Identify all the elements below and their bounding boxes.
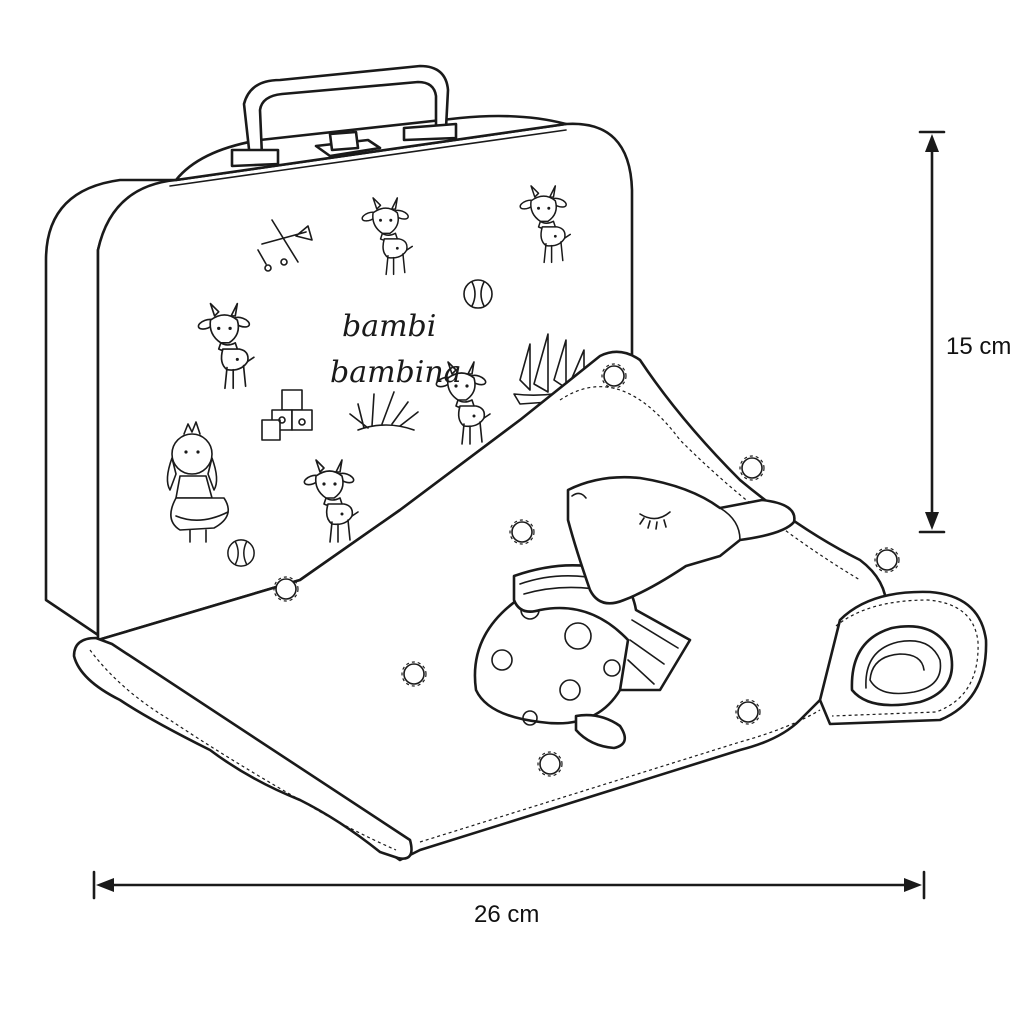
width-label: 26 cm (474, 901, 539, 928)
pompom-icon (739, 455, 765, 481)
ball-icon (227, 539, 255, 567)
mat-roll (818, 590, 988, 726)
suitcase (44, 64, 634, 642)
doll-icon (166, 421, 230, 543)
brand-line-2: bambina (330, 355, 462, 390)
toy-blocks-icon (261, 389, 313, 441)
grass-icon (349, 391, 419, 431)
mat-surface (96, 350, 888, 862)
airplane-icon (257, 219, 313, 272)
height-label: 15 cm (946, 333, 1011, 360)
case-clasp (314, 130, 382, 158)
height-dimension: 15 cm (918, 130, 1011, 534)
case-prints: bambi bambina (166, 185, 585, 567)
pompom-icon (874, 547, 900, 573)
play-mat (72, 350, 988, 862)
fawn-plush-icon (473, 475, 796, 750)
case-front (96, 122, 634, 642)
brand-line-1: bambi (342, 309, 436, 344)
case-handle (230, 64, 458, 168)
ball-icon (463, 279, 493, 309)
width-dimension: 26 cm (92, 870, 926, 928)
